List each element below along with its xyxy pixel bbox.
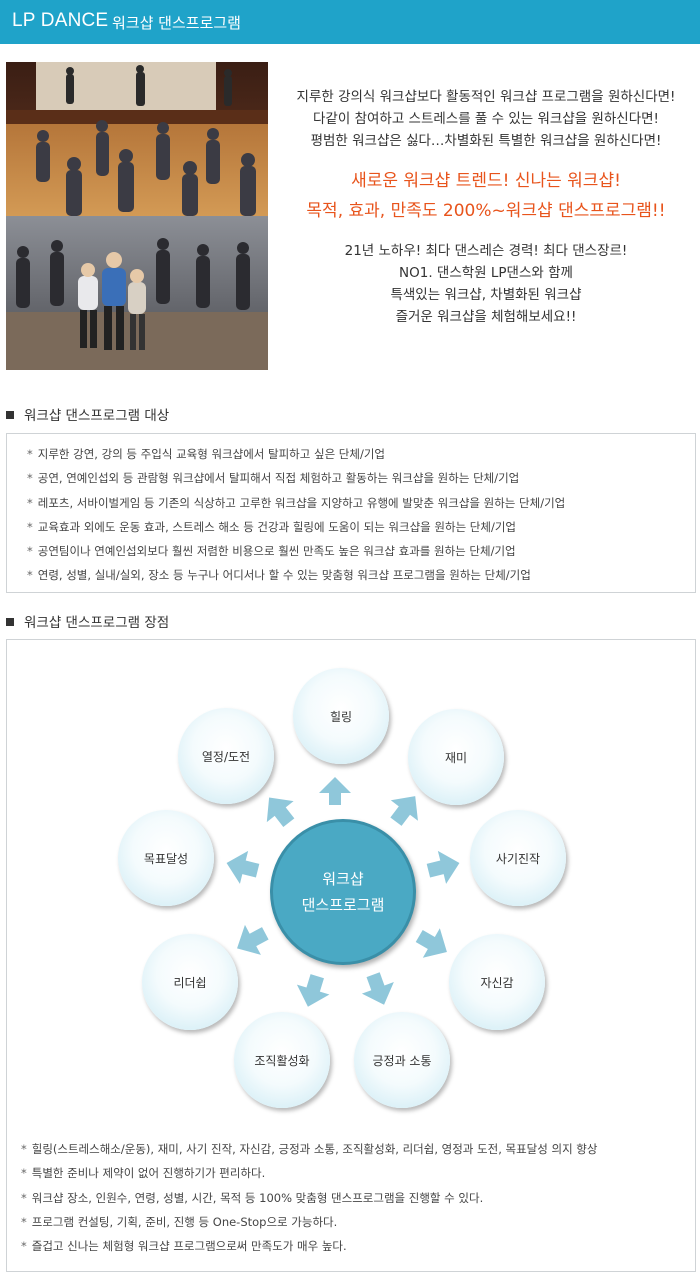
arrow-icon	[390, 796, 418, 826]
tail-line: 특색있는 워크샵, 차별화된 워크샵	[390, 287, 582, 303]
node-passion-challenge: 열정/도전	[178, 708, 274, 804]
list-item: 프로그램 컨설팅, 기획, 준비, 진행 등 One-Stop으로 가능하다.	[21, 1210, 597, 1234]
benefits-box: 힐링 재미 사기진작 자신감 긍정과 소통 조직활성화 리더쉽 목표달성 열정/…	[6, 639, 696, 1272]
list-item: 워크샵 장소, 인원수, 연령, 성별, 시간, 목적 등 100% 맞춤형 댄…	[21, 1186, 597, 1210]
workshop-photo-stage	[6, 62, 268, 216]
intro-tail: 21년 노하우! 최다 댄스레슨 경력! 최다 댄스장르! NO1. 댄스학원 …	[278, 240, 694, 328]
node-healing: 힐링	[293, 668, 389, 764]
page-header: LP DANCE 워크샵 댄스프로그램	[0, 0, 700, 44]
center-node: 워크샵 댄스프로그램	[270, 819, 416, 965]
list-item: 레포츠, 서바이벌게임 등 기존의 식상하고 고루한 워크샵을 지양하고 유행에…	[27, 491, 695, 515]
brand-logo: LP DANCE	[12, 10, 109, 31]
arrow-icon	[237, 924, 269, 955]
list-item: 특별한 준비나 제약이 없어 진행하기가 편리하다.	[21, 1161, 597, 1185]
list-item: 교육효과 외에도 운동 효과, 스트레스 해소 등 건강과 힐링에 도움이 되는…	[27, 515, 695, 539]
intro-highlight: 새로운 워크샵 트렌드! 신나는 워크샵! 목적, 효과, 만족도 200%~워…	[278, 166, 694, 226]
target-list: 지루한 강연, 강의 등 주입식 교육형 워크샵에서 탈피하고 싶은 단체/기업…	[7, 434, 695, 594]
intro-line: 다같이 참여하고 스트레스를 풀 수 있는 워크샵을 원하신다면!	[313, 111, 659, 127]
tail-line: 21년 노하우! 최다 댄스레슨 경력! 최다 댄스장르!	[344, 243, 628, 259]
node-confidence: 자신감	[449, 934, 545, 1030]
target-title-text: 워크샵 댄스프로그램 대상	[24, 408, 170, 424]
workshop-photo-studio	[6, 216, 268, 370]
list-item: 지루한 강연, 강의 등 주입식 교육형 워크샵에서 탈피하고 싶은 단체/기업	[27, 442, 695, 466]
highlight-line: 목적, 효과, 만족도 200%~워크샵 댄스프로그램!!	[306, 201, 666, 221]
list-item: 연령, 성별, 실내/실외, 장소 등 누구나 어디서나 할 수 있는 맞춤형 …	[27, 563, 695, 587]
list-item: 공연팀이나 연예인섭외보다 훨씬 저렴한 비용으로 훨씬 만족도 높은 워크샵 …	[27, 539, 695, 563]
tail-line: NO1. 댄스학원 LP댄스와 함께	[399, 265, 573, 281]
node-organization-activation: 조직활성화	[234, 1012, 330, 1108]
arrow-icon	[266, 797, 295, 827]
list-item: 힐링(스트레스해소/운동), 재미, 사기 진작, 자신감, 긍정과 소통, 조…	[21, 1137, 598, 1161]
target-section-title: 워크샵 댄스프로그램 대상	[6, 404, 169, 424]
benefits-list: 힐링(스트레스해소/운동), 재미, 사기 진작, 자신감, 긍정과 소통, 조…	[21, 1137, 598, 1258]
node-goal-achievement: 목표달성	[118, 810, 214, 906]
benefits-title-text: 워크샵 댄스프로그램 장점	[24, 615, 170, 631]
target-box: 지루한 강연, 강의 등 주입식 교육형 워크샵에서 탈피하고 싶은 단체/기업…	[6, 433, 696, 593]
node-fun: 재미	[408, 709, 504, 805]
intro-line: 지루한 강의식 워크샵보다 활동적인 워크샵 프로그램을 원하신다면!	[296, 89, 676, 105]
arrow-icon	[361, 972, 394, 1005]
square-bullet-icon	[6, 411, 14, 419]
arrow-icon	[226, 850, 260, 884]
tail-line: 즐거운 워크샵을 체험해보세요!!	[395, 309, 577, 325]
list-item: 공연, 연예인섭외 등 관람형 워크샵에서 탈피해서 직접 체험하고 활동하는 …	[27, 466, 695, 490]
node-morale: 사기진작	[470, 810, 566, 906]
center-label-line: 워크샵	[322, 870, 364, 888]
node-leadership: 리더쉽	[142, 934, 238, 1030]
arrow-icon	[415, 928, 447, 958]
arrow-icon	[426, 850, 460, 884]
list-item: 즐겁고 신나는 체험형 워크샵 프로그램으로써 만족도가 매우 높다.	[21, 1234, 597, 1258]
intro-line: 평범한 워크샵은 싫다…차별화된 특별한 워크샵을 원하신다면!	[310, 133, 662, 149]
center-label-line: 댄스프로그램	[301, 896, 385, 914]
arrow-icon	[319, 777, 351, 805]
arrow-icon	[296, 974, 330, 1007]
arrows-layer	[226, 777, 460, 1007]
node-positive-communication: 긍정과 소통	[354, 1012, 450, 1108]
square-bullet-icon	[6, 618, 14, 626]
header-subtitle: 워크샵 댄스프로그램	[112, 14, 241, 32]
highlight-line: 새로운 워크샵 트렌드! 신나는 워크샵!	[351, 171, 621, 191]
benefits-diagram: 힐링 재미 사기진작 자신감 긍정과 소통 조직활성화 리더쉽 목표달성 열정/…	[7, 640, 697, 1110]
benefits-section-title: 워크샵 댄스프로그램 장점	[6, 611, 169, 631]
intro-text: 지루한 강의식 워크샵보다 활동적인 워크샵 프로그램을 원하신다면! 다같이 …	[278, 86, 694, 328]
